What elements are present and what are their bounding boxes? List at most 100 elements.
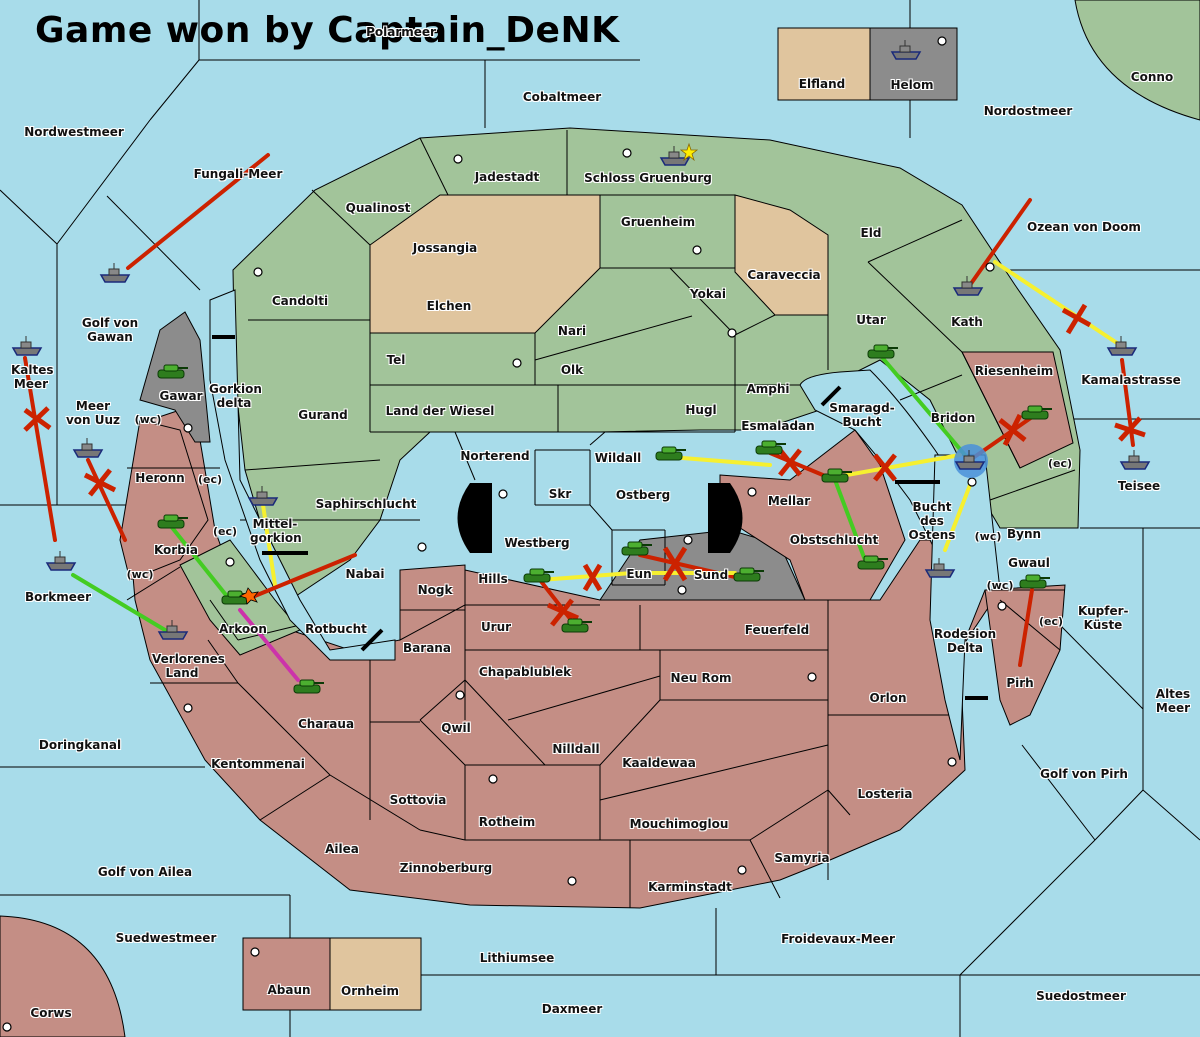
support-order-line xyxy=(538,571,634,582)
sea-label: Kupfer-Küste xyxy=(1078,604,1129,632)
sea-label: Ozean von Doom xyxy=(1027,220,1141,234)
land-label: Verlorenes Land xyxy=(152,652,225,680)
land-label: Tel xyxy=(386,353,406,367)
land-label: Arkoon xyxy=(219,622,267,636)
land-label: Riesenheim xyxy=(974,364,1054,378)
sea-label: Polarmeer xyxy=(366,25,436,39)
land-label: Qualinost xyxy=(345,201,411,215)
land-label: Kentommenai xyxy=(211,757,305,771)
land-label: Westberg xyxy=(504,536,570,550)
failed-mark xyxy=(582,563,603,592)
land-label: Orlon xyxy=(869,691,907,705)
land-label: Nogk xyxy=(417,583,453,597)
land-label: Wildall xyxy=(594,451,642,465)
land-label: Barana xyxy=(403,641,451,655)
sea-label: Bucht des Ostens xyxy=(908,500,956,542)
land-label: Bynn xyxy=(1006,527,1042,541)
sea-label: Altes Meer xyxy=(1155,687,1191,715)
land-label: Chapablublek xyxy=(478,665,572,679)
sea-label: Daxmeer xyxy=(541,1002,603,1016)
failed-mark xyxy=(1061,303,1092,335)
sea-label: Meer von Uuz xyxy=(65,399,121,427)
support-order-line xyxy=(261,503,277,587)
convoy-order-line xyxy=(71,573,167,632)
failed-mark xyxy=(23,406,52,432)
move-order-line xyxy=(243,553,357,602)
land-label: Gurand xyxy=(298,408,348,422)
land-label: Eld xyxy=(860,226,882,240)
sea-label: Cobaltmeer xyxy=(522,90,602,104)
coast-marker: (wc) xyxy=(974,530,1002,543)
failed-mark xyxy=(83,468,117,497)
sea-label: Nordostmeer xyxy=(983,104,1073,118)
land-label: Helom xyxy=(890,78,934,92)
land-label: Samyria xyxy=(774,851,830,865)
land-label: Eun xyxy=(626,567,652,581)
land-label: Losteria xyxy=(857,787,913,801)
sea-label: Golf von Gawan xyxy=(81,316,139,344)
land-label: Bridon xyxy=(930,411,976,425)
convoy-order-line xyxy=(833,478,867,562)
coast-marker: (ec) xyxy=(1038,615,1064,628)
land-label: Mouchimoglou xyxy=(629,817,729,831)
land-label: Karminstadt xyxy=(648,880,732,894)
failed-order-marks xyxy=(23,303,1146,627)
impassable-east xyxy=(708,483,743,553)
coast-marker: (wc) xyxy=(986,579,1014,592)
land-label: Land der Wiesel xyxy=(385,404,495,418)
land-label: Feuerfeld xyxy=(744,623,810,637)
land-label: Hugl xyxy=(685,403,717,417)
support-order-line xyxy=(943,483,972,552)
inland-seas xyxy=(209,289,1001,761)
land-label: Sund xyxy=(693,568,729,582)
supply-centers xyxy=(2,36,1007,1032)
sea-label: Froidevaux-Meer xyxy=(781,932,895,946)
coast-marker: (ec) xyxy=(197,473,223,486)
land-label: Jadestadt xyxy=(474,170,540,184)
move-order-line xyxy=(768,451,832,480)
game-result-title: Game won by Captain_DeNK xyxy=(35,10,620,51)
land-label: Skr xyxy=(548,487,572,501)
sea-label: Golf von Pirh xyxy=(1040,767,1128,781)
land-label: Hills xyxy=(478,572,508,586)
land-label: Olk xyxy=(560,363,584,377)
sea-label: Suedostmeer xyxy=(1036,989,1126,1003)
box-ornheim[interactable] xyxy=(329,937,422,1011)
failed-mark xyxy=(1114,416,1146,442)
move-order-line xyxy=(23,356,57,542)
sea-label: Borkmeer xyxy=(25,590,91,604)
land-borders xyxy=(126,130,1076,908)
failed-mark xyxy=(998,413,1027,447)
move-order-line xyxy=(968,198,1032,287)
impassable-west xyxy=(457,483,492,553)
land-label: Conno xyxy=(1130,70,1174,84)
adjacency-arrows xyxy=(212,335,988,700)
move-order-line xyxy=(1018,588,1034,667)
region-corws[interactable] xyxy=(0,915,126,1037)
sea-label: Lithiumsee xyxy=(479,951,555,965)
land-label: Rotheim xyxy=(478,815,536,829)
land-label: Nilldall xyxy=(552,742,600,756)
land-label: Kaaldewaa xyxy=(622,756,696,770)
land-label: Norterend xyxy=(460,449,530,463)
land-label: Urur xyxy=(480,620,512,634)
support-order-line xyxy=(668,455,772,467)
sea-label: Smaragd-Bucht xyxy=(829,401,895,429)
support-order-line xyxy=(993,260,1122,347)
land-label: Elchen xyxy=(426,299,472,313)
move-order-line xyxy=(86,458,127,542)
sea-label: Rodesion Delta xyxy=(933,627,997,655)
land-label: Nabai xyxy=(345,567,385,581)
land-label: Zinnoberburg xyxy=(399,861,493,875)
land-label: Elfland xyxy=(798,77,846,91)
coast-marker: (wc) xyxy=(126,568,154,581)
land-label: Utar xyxy=(856,313,886,327)
sea-label: Mittel-gorkion xyxy=(250,517,302,545)
convoy-order-line xyxy=(168,523,232,602)
sea-label: Rotbucht xyxy=(305,622,367,636)
land-label: Abaun xyxy=(267,983,311,997)
region-conno[interactable] xyxy=(1074,0,1200,121)
land-label: Ailea xyxy=(325,842,359,856)
land-label: Pirh xyxy=(1006,676,1034,690)
